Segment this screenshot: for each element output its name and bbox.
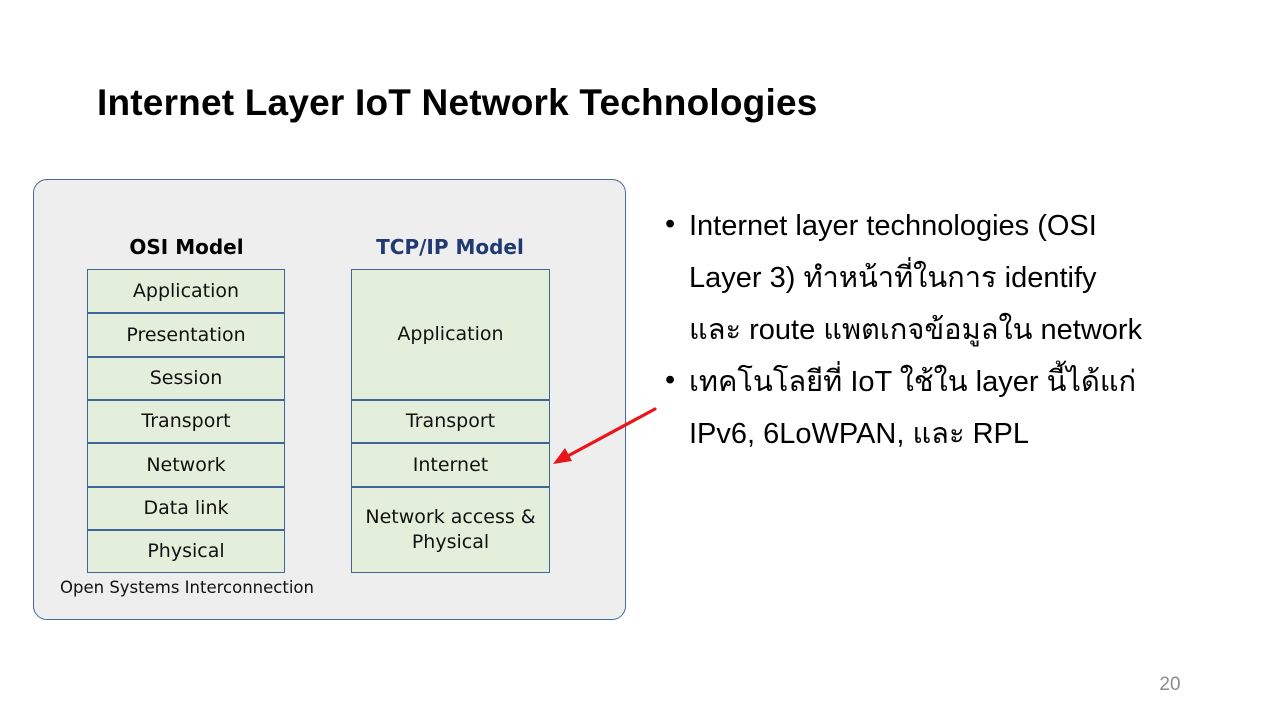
bullet-dot-icon: • (665, 208, 676, 240)
osi-layer-application: Application (87, 269, 285, 313)
osi-layer-network: Network (87, 443, 285, 487)
tcpip-layer-application: Application (351, 269, 550, 400)
tcpip-layer-transport: Transport (351, 400, 550, 443)
osi-layer-label: Session (149, 367, 223, 389)
tcpip-model-heading: TCP/IP Model (376, 235, 524, 259)
bullet-list: • Internet layer technologies (OSI Layer… (665, 200, 1225, 460)
bullet-line: Layer 3) ทำหน้าที่ในการ identify (689, 262, 1097, 294)
bullet-item: • Internet layer technologies (OSI Layer… (665, 200, 1225, 356)
osi-layer-session: Session (87, 357, 285, 400)
tcpip-layer-network-access: Network access & Physical (351, 487, 550, 573)
tcpip-layer-label: Network access & (365, 506, 536, 528)
tcpip-layer-label: Application (397, 323, 504, 345)
osi-layer-label: Network (146, 453, 226, 476)
osi-layer-label: Presentation (126, 323, 246, 346)
tcpip-layer-label: Internet (412, 453, 489, 476)
osi-caption: Open Systems Interconnection (60, 578, 314, 597)
tcpip-layer-label: Physical (411, 531, 490, 553)
tcpip-layer-label: Transport (405, 410, 496, 432)
osi-layer-data-link: Data link (87, 487, 285, 530)
bullet-line: Internet layer technologies (OSI (689, 210, 1097, 242)
osi-layer-label: Transport (141, 410, 231, 432)
bullet-line: เทคโนโลยีที่ IoT ใช้ใน layer นี้ได้แก่ (689, 366, 1137, 398)
osi-layer-physical: Physical (87, 530, 285, 573)
bullet-item: • เทคโนโลยีที่ IoT ใช้ใน layer นี้ได้แก่… (665, 356, 1225, 460)
osi-layer-transport: Transport (87, 400, 285, 443)
slide-title: Internet Layer IoT Network Technologies (97, 82, 818, 123)
osi-layer-label: Application (132, 279, 240, 302)
bullet-dot-icon: • (665, 364, 676, 396)
osi-model-heading: OSI Model (129, 235, 244, 259)
osi-layer-label: Data link (143, 497, 229, 519)
osi-layer-presentation: Presentation (87, 313, 285, 357)
page-number: 20 (1159, 674, 1181, 695)
osi-layer-label: Physical (147, 540, 225, 562)
tcpip-layer-internet: Internet (351, 443, 550, 487)
bullet-line: IPv6, 6LoWPAN, และ RPL (689, 418, 1029, 450)
bullet-line: และ route แพตเกจข้อมูลใน network (689, 314, 1143, 346)
